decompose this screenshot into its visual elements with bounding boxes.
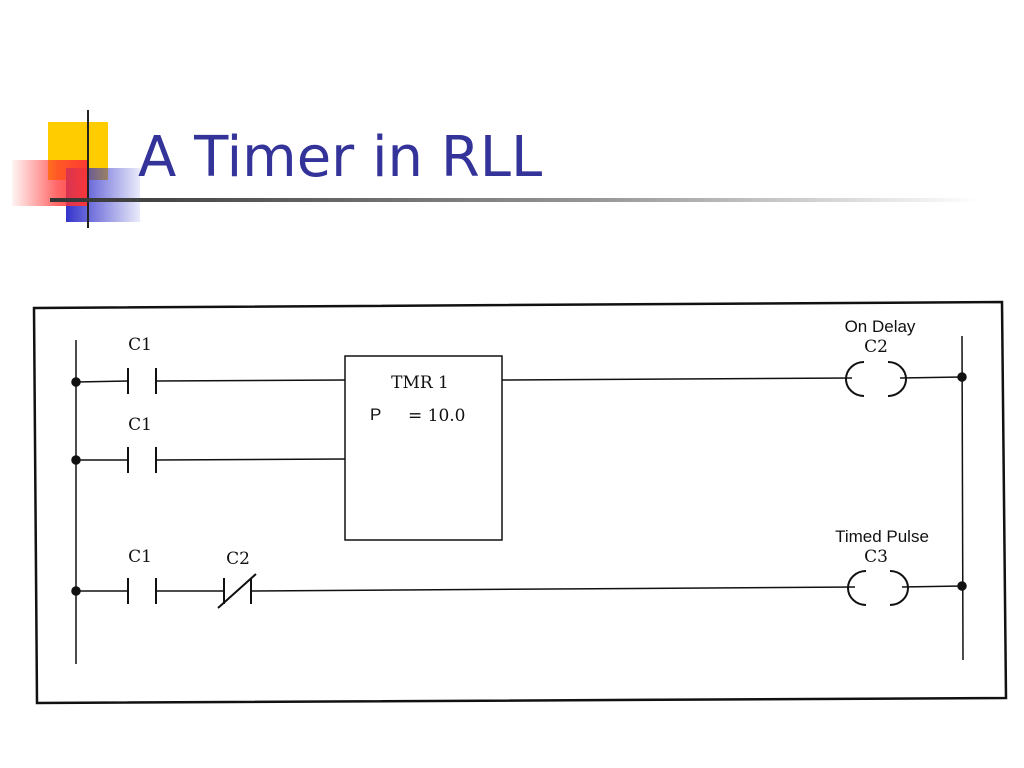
junction-dot xyxy=(957,581,967,591)
contact-label: C1 xyxy=(128,547,152,567)
title-accent-decoration xyxy=(12,110,980,228)
rung-2: C1 xyxy=(71,415,346,473)
coil xyxy=(847,570,867,606)
title-underline xyxy=(50,198,980,202)
coil-caption: On Delay xyxy=(845,317,916,336)
timer-box xyxy=(344,355,503,541)
coil-caption: Timed Pulse xyxy=(835,527,929,546)
rung-1: C1 On Delay C2 xyxy=(71,317,967,397)
right-power-rail xyxy=(961,335,964,661)
junction-dot xyxy=(957,372,967,382)
timer-name: TMR 1 xyxy=(391,373,449,393)
contact-label: C1 xyxy=(128,415,152,435)
coil-label: C3 xyxy=(864,547,888,567)
coil xyxy=(887,361,907,397)
contact-label: C1 xyxy=(128,335,152,355)
diagram-frame xyxy=(32,300,1008,705)
rung-3: C1 C2 Timed Pulse C3 xyxy=(71,527,967,609)
timer-block: TMR 1 P = 10.0 xyxy=(344,355,503,541)
ladder-diagram: C1 On Delay C2 TMR 1 P = 10.0 C1 C1 C2 xyxy=(32,300,1008,705)
timer-preset-value: = 10.0 xyxy=(408,406,466,426)
coil xyxy=(889,570,909,606)
coil-label: C2 xyxy=(864,337,888,357)
slide-title: A Timer in RLL xyxy=(138,125,543,190)
coil xyxy=(845,361,865,397)
timer-preset-label: P xyxy=(370,405,381,424)
contact-label: C2 xyxy=(226,549,250,569)
normally-closed-slash xyxy=(217,573,257,609)
